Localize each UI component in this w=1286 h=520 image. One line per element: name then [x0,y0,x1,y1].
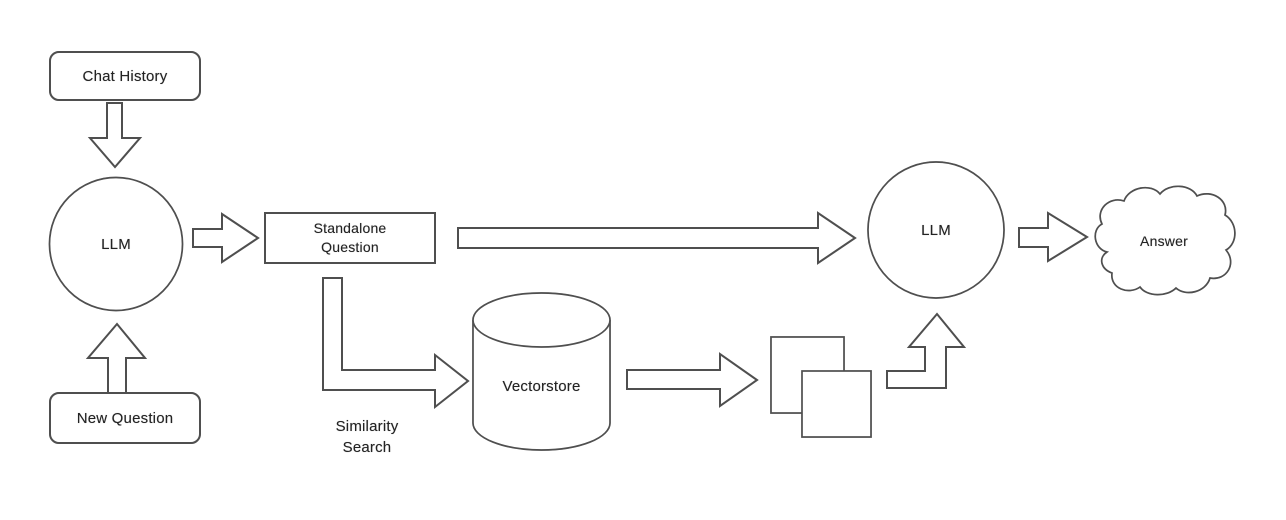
answer-cloud [1094,185,1236,296]
arrow-documents-to-llm-icon [886,312,967,389]
arrow-chat-history-to-llm-icon [87,102,143,169]
standalone-question-box [264,212,436,264]
arrow-new-question-to-llm-icon [85,322,148,394]
arrow-standalone-to-llm-right-icon [457,211,857,265]
arrow-llm-to-standalone-icon [192,212,260,264]
arrow-standalone-to-vectorstore-icon [322,277,470,410]
arrow-llm-to-answer-icon [1018,211,1089,263]
vectorstore-cylinder-body [472,320,611,451]
new-question-box [49,392,201,444]
llm-left-circle [48,176,184,312]
chat-history-box [49,51,201,101]
document-square-front [801,370,872,438]
arrow-vectorstore-to-documents-icon [626,352,759,408]
llm-right-circle [867,161,1005,299]
vectorstore-cylinder-top [472,292,611,348]
